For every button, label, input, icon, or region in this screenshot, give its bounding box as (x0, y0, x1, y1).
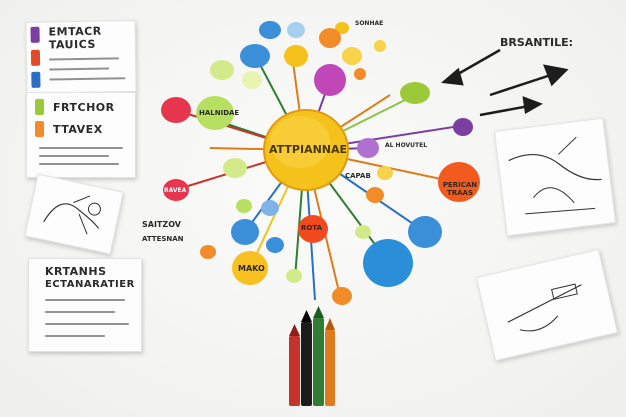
marker-black (301, 310, 312, 406)
node-label-top-text: SONHAE (355, 20, 384, 27)
right-sketch-note-top (493, 117, 617, 237)
sketch-drawing-right-bottom (507, 283, 582, 332)
left-note-mid-line2: TTAVEX (53, 123, 103, 136)
sketch-drawing (43, 195, 101, 235)
node-label-orange-right: PERICAN TRAAS (442, 181, 478, 197)
sticky-tab-orange (35, 121, 44, 137)
node-red-left (161, 97, 191, 123)
node-label-yellow-bottom: MAKO (238, 264, 265, 273)
node-green-left (196, 96, 234, 130)
left-note-bottom-line2: ECTANARATIER (45, 279, 135, 290)
node-blue-bottom-right (363, 239, 413, 287)
arrows-top-right (441, 48, 569, 117)
right-sketch-note-bottom (475, 248, 619, 362)
node-label-left-text-a: SAITZOV (142, 220, 181, 229)
node-orange-right (438, 162, 480, 202)
left-sketch-note (24, 173, 124, 255)
left-note-bottom-line1: KRTANHS (45, 265, 107, 278)
marker-green (313, 306, 324, 406)
marker-red (289, 324, 300, 406)
left-note-mid: FRTCHOR TTAVEX (26, 92, 136, 178)
node-label-red-left: RAVEA (164, 187, 187, 194)
left-note-mid-line1: FRTCHOR (53, 101, 115, 114)
center-node-label: ATTPIANNAE (269, 143, 348, 156)
node-label-left-text-b: ATTESNAN (142, 235, 184, 243)
node-label-capab: CAPAB (345, 172, 371, 180)
center-node (263, 109, 349, 191)
node-blue-right (408, 216, 442, 248)
top-right-caption: BRSANTILE: (500, 36, 574, 49)
sketch-drawing-right-top (508, 136, 602, 215)
node-label-right-text: AL HOVUTEL (385, 142, 428, 149)
sticky-tab-green (35, 99, 44, 115)
node-yellow-bottom (232, 251, 268, 285)
node-label-green-left: HALNIDAE (199, 109, 240, 117)
small-nodes (163, 21, 473, 305)
marker-orange (325, 318, 335, 406)
node-label-red-bottom: ROTA (301, 224, 322, 232)
node-red-bottom (298, 215, 328, 243)
left-note-bottom: KRTANHS ECTANARATIER (28, 258, 142, 352)
